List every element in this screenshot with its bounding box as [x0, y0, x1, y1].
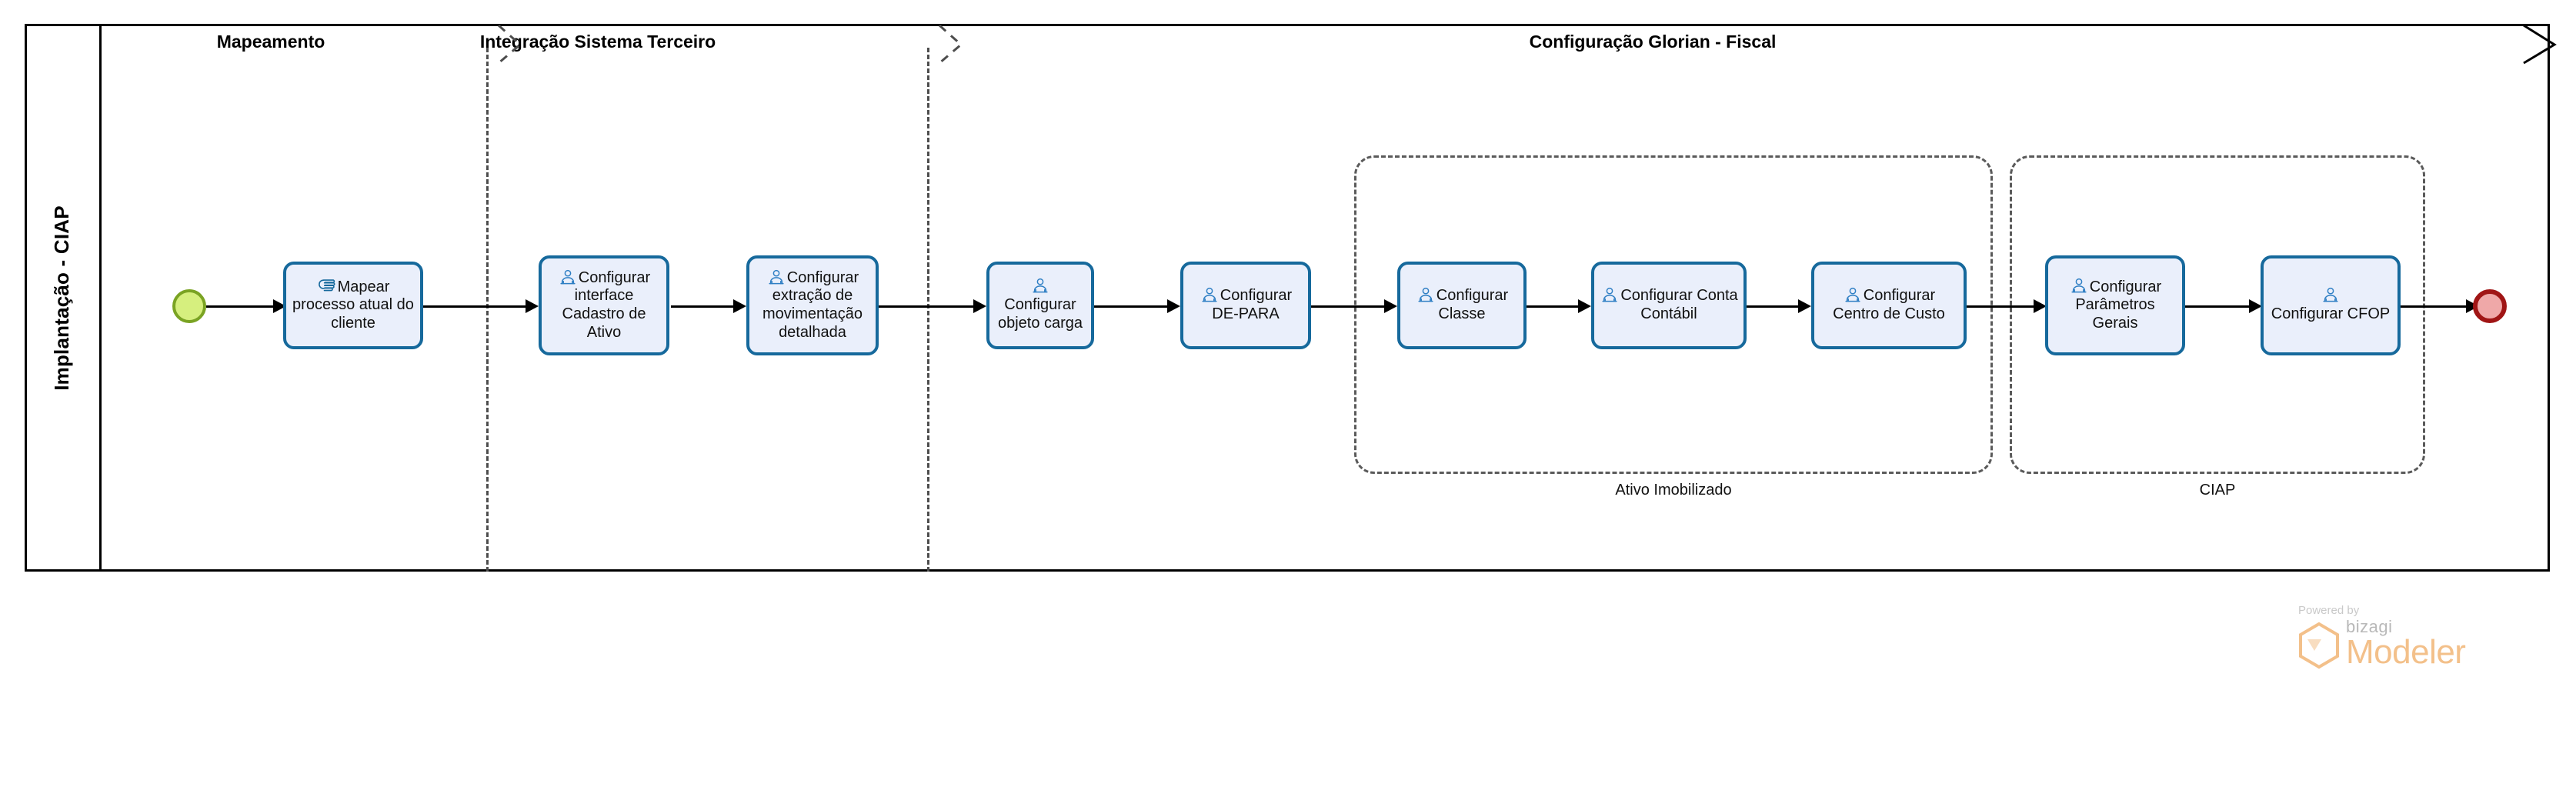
user-task-person-icon: [1200, 286, 1220, 303]
task-configurar-cfop[interactable]: Configurar CFOP: [2261, 255, 2401, 355]
group-ativo-imobilizado: [1354, 155, 1993, 474]
task-configurar-extracao-movimentacao[interactable]: Configurar extração de movimentação deta…: [746, 255, 879, 355]
phase-header-band: Mapeamento Integração Sistema Terceiro C…: [102, 24, 2550, 62]
task-configurar-centro-de-custo[interactable]: Configurar Centro de Custo: [1811, 262, 1967, 349]
flow-t9-to-t10: [2184, 305, 2259, 308]
bizagi-modeler-logo: Powered by bizagi Modeler: [2297, 604, 2504, 681]
bizagi-hexagon-icon: [2297, 622, 2341, 669]
task-configurar-parametros-gerais[interactable]: Configurar Parâmetros Gerais: [2045, 255, 2185, 355]
arrowhead-5: [1167, 299, 1180, 313]
task-configurar-classe[interactable]: Configurar Classe: [1397, 262, 1527, 349]
task-label: Configurar extração de movimentação deta…: [762, 268, 863, 341]
lane-header: Implantação - CIAP: [25, 24, 102, 572]
user-task-person-icon: [1030, 277, 1050, 294]
task-label: Configurar Conta Contábil: [1620, 287, 1738, 322]
arrowhead-1: [273, 299, 286, 313]
phase-title-mapeamento: Mapeamento: [216, 32, 325, 52]
arrowhead-7: [1578, 299, 1591, 313]
manual-task-hand-icon: [317, 277, 337, 294]
user-task-person-icon: [2321, 286, 2341, 303]
arrowhead-8: [1798, 299, 1811, 313]
flow-t7-to-t8: [1747, 305, 1808, 308]
flow-t6-to-t7: [1527, 305, 1588, 308]
flow-t8-to-t9: [1967, 305, 2044, 308]
end-event[interactable]: [2473, 289, 2507, 323]
flow-t3-to-t4: [879, 305, 983, 308]
task-label: Configurar objeto carga: [997, 296, 1083, 332]
arrowhead-6: [1384, 299, 1397, 313]
task-label: Configurar interface Cadastro de Ativo: [562, 268, 651, 341]
task-mapear-processo-atual[interactable]: Mapear processo atual do cliente: [283, 262, 423, 349]
user-task-person-icon: [558, 268, 578, 285]
user-task-person-icon: [1600, 286, 1620, 303]
task-configurar-interface-cadastro-ativo[interactable]: Configurar interface Cadastro de Ativo: [539, 255, 669, 355]
arrowhead-3: [733, 299, 746, 313]
user-task-person-icon: [1843, 286, 1863, 303]
user-task-person-icon: [2069, 277, 2089, 294]
phase-title-configuracao: Configuração Glorian - Fiscal: [1529, 32, 1777, 52]
arrowhead-10: [2249, 299, 2262, 313]
start-event[interactable]: [172, 289, 206, 323]
task-configurar-conta-contabil[interactable]: Configurar Conta Contábil: [1591, 262, 1747, 349]
flow-t4-to-t5: [1091, 305, 1177, 308]
arrowhead-4: [973, 299, 986, 313]
user-task-person-icon: [1416, 286, 1436, 303]
task-label: Configurar Centro de Custo: [1833, 287, 1945, 322]
task-configurar-objeto-carga[interactable]: Configurar objeto carga: [986, 262, 1094, 349]
flow-t10-to-end: [2399, 305, 2473, 308]
powered-by-label: Powered by: [2298, 604, 2360, 617]
lane-label: Implantação - CIAP: [50, 205, 74, 391]
arrowhead-2: [526, 299, 539, 313]
task-label: Configurar DE-PARA: [1212, 287, 1293, 322]
group-label-ciap: CIAP: [2199, 482, 2236, 499]
flow-t5-to-t6: [1308, 305, 1394, 308]
task-label: Configurar Parâmetros Gerais: [2075, 278, 2162, 332]
phase-divider-1: [486, 48, 489, 572]
phase-divider-2: [927, 48, 929, 572]
task-label: Configurar Classe: [1436, 287, 1509, 322]
group-ciap: [2010, 155, 2425, 474]
flow-t1-to-t2: [423, 305, 536, 308]
flow-t2-to-t3: [671, 305, 743, 308]
bizagi-wordmark: bizagi: [2346, 617, 2393, 636]
user-task-person-icon: [766, 268, 786, 285]
arrowhead-9: [2034, 299, 2047, 313]
task-label: Mapear processo atual do cliente: [292, 278, 414, 332]
flow-start-to-t1: [206, 305, 280, 308]
group-label-ativo-imobilizado: Ativo Imobilizado: [1615, 482, 1732, 499]
modeler-wordmark: Modeler: [2346, 633, 2466, 671]
task-label: Configurar CFOP: [2271, 305, 2391, 322]
task-configurar-de-para[interactable]: Configurar DE-PARA: [1180, 262, 1311, 349]
